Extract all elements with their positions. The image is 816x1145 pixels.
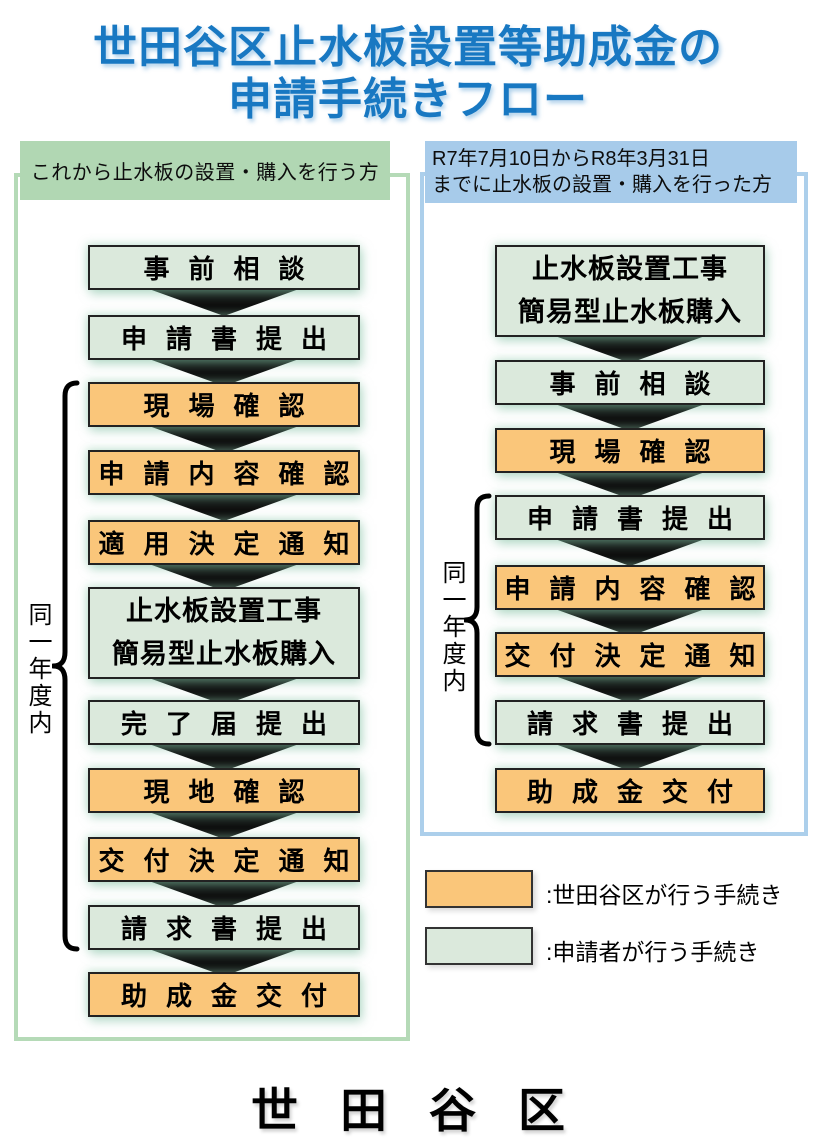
setagaya-city-logo: 世田谷区 [251,1084,607,1137]
legend-applicant-swatch [425,927,533,965]
flow-step: 現地確認 [88,768,360,813]
flow-step: 申請内容確認 [495,565,765,610]
page-title: 世田谷区止水板設置等助成金の 申請手続きフロー [0,22,816,126]
flow-step: 事前相談 [88,245,360,290]
flow-step: 完了届提出 [88,700,360,745]
flow-step: 適用決定通知 [88,520,360,565]
page-title-line2: 申請手続きフロー [228,74,588,124]
same-year-label: 同一年度内 [438,560,465,695]
flow-step: 止水板設置工事 簡易型止水板購入 [88,587,360,679]
flow-step: 申請書提出 [88,315,360,360]
flow-step: 事前相談 [495,360,765,405]
flow-step: 交付決定通知 [495,632,765,677]
flow-step: 現場確認 [88,382,360,427]
flow-step: 助成金交付 [88,972,360,1017]
legend-city-label: :世田谷区が行う手続き [546,882,783,908]
flow-step: 請求書提出 [495,700,765,745]
flow-step: 交付決定通知 [88,837,360,882]
left-column-header: これから止水板の設置・購入を行う方 [20,141,390,200]
same-year-brace [464,493,492,747]
legend-city-swatch [425,870,533,908]
flow-step: 申請書提出 [495,495,765,540]
legend-applicant-label: :申請者が行う手続き [546,939,760,965]
page-title-line1: 世田谷区止水板設置等助成金の [93,23,723,72]
flow-step: 請求書提出 [88,905,360,950]
same-year-label: 同一年度内 [24,602,51,737]
flow-step: 止水板設置工事 簡易型止水板購入 [495,245,765,337]
flow-step: 申請内容確認 [88,450,360,495]
same-year-brace [52,380,80,952]
right-column-header: R7年7月10日からR8年3月31日 までに止水板の設置・購入を行った方 [425,141,797,203]
flow-step: 現場確認 [495,428,765,473]
flow-step: 助成金交付 [495,768,765,813]
